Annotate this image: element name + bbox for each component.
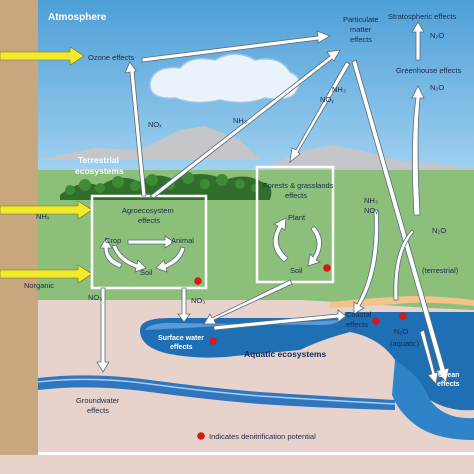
no3-left-label: NO₃ (88, 293, 102, 302)
yellow-arrow-mid (0, 200, 93, 220)
arrow-plant-to-soil (307, 225, 322, 267)
forest-plant-label: Plant (288, 213, 306, 222)
greenhouse-label: Greenhouse effects (396, 66, 462, 75)
nh3-mid-label: NH₃ (332, 85, 346, 94)
arrow-crop-to-animal (127, 235, 175, 249)
dot-surface (209, 337, 217, 345)
nh3-right-label: NH₃ (364, 196, 378, 205)
dot-agro (194, 277, 202, 285)
dot-forests (323, 264, 331, 272)
n2o-aquatic-label-1: N₂O (394, 327, 408, 336)
no3-mid-label: NO₃ (191, 296, 205, 305)
agro-crop-label: Crop (105, 236, 121, 245)
left-wall (0, 0, 38, 474)
arrow-agro-to-surface (177, 287, 191, 323)
aquatic-label: Aquatic ecosystems (244, 349, 326, 359)
groundwater-highlight (37, 378, 396, 405)
n2o-terrestrial-label-2: (terrestrial) (422, 266, 459, 275)
n2o-mid-label: N₂O (430, 83, 444, 92)
particulate-label-2: matter (350, 25, 372, 34)
coastal-label-1: Coastal (346, 310, 372, 319)
nh3-left-label: NH₃ (233, 116, 247, 125)
ocean-deep (392, 360, 474, 440)
n2o-aquatic-label-2: (aquatic) (390, 339, 420, 348)
noy-mid-label: NOᵧ (320, 95, 334, 104)
beach-strip (330, 296, 474, 308)
terrestrial-label-line2: ecosystems (75, 166, 124, 176)
arrow-animal-to-soil (155, 246, 186, 273)
arrow-greenhouse-to-stratospheric (411, 21, 425, 61)
n2o-top-label: N₂O (430, 31, 444, 40)
arrow-coastal-to-n2o (393, 229, 415, 301)
surface-water-label-1: Surface water (158, 335, 204, 342)
arrow-surface-to-coastal (213, 309, 347, 331)
ozone-effects-label: Ozone effects (88, 53, 134, 62)
forests-box (255, 165, 335, 284)
agro-title-2: effects (138, 216, 160, 225)
arrow-agro-to-ozone (124, 61, 147, 197)
arrow-soil-to-plant (272, 217, 289, 263)
n2o-terrestrial-label-1: N₂O (432, 226, 446, 235)
nhx-left-label: NHₓ (36, 212, 50, 221)
yellow-arrow-low (0, 264, 93, 284)
arrow-particulate-to-ocean (351, 59, 450, 383)
bottom-strip (0, 455, 474, 474)
particulate-label-3: effects (350, 35, 372, 44)
mountain-left (38, 126, 260, 160)
noy-right-label: NOᵧ (364, 206, 378, 215)
atmosphere-label: Atmosphere (48, 12, 107, 23)
arrow-forests-to-surface (203, 279, 293, 325)
groundwater-label-2: effects (87, 406, 109, 415)
forest-soil-label: Soil (290, 266, 303, 275)
stratospheric-label: Stratospheric effects (388, 12, 456, 21)
arrow-agro-to-particulate (149, 49, 341, 199)
arrow-agro-to-groundwater (96, 287, 110, 373)
arrow-deposition-to-coastal (353, 209, 379, 315)
norganic-label: Norganic (24, 281, 54, 290)
flow-arrows (96, 21, 450, 385)
denitrification-dots (194, 264, 407, 440)
terrestrial-label-line1: Terrestrial (78, 155, 119, 165)
arrow-n2o-to-greenhouse (411, 85, 425, 216)
forest-trees (65, 172, 259, 195)
legend-dot (197, 432, 205, 440)
dot-ocean (399, 312, 407, 320)
forest-title-1: Forests & grasslands (263, 181, 334, 190)
yellow-arrow-top (0, 46, 85, 66)
forest-title-2: effects (285, 191, 307, 200)
arrow-ozone-to-particulate (141, 30, 331, 63)
agro-title-1: Agroecosystem (122, 206, 174, 215)
surface-water-label-2: effects (170, 344, 193, 351)
agroecosystem-box (90, 194, 208, 290)
nox-left-label: NOₓ (148, 120, 162, 129)
agro-animal-label: Animal (171, 236, 194, 245)
arrow-crop-to-soil (111, 244, 147, 273)
arrow-coastal-to-ocean (419, 329, 439, 385)
surface-water (140, 312, 474, 411)
arrow-soil-to-crop (99, 237, 123, 269)
arrow-particulate-to-forests (289, 61, 351, 163)
input-arrows (0, 46, 93, 284)
groundwater-label-1: Groundwater (76, 396, 120, 405)
agro-soil-label: Soil (140, 268, 153, 277)
particulate-label-1: Particulate (343, 15, 378, 24)
ocean-label-2: effects (437, 381, 460, 388)
ocean-label-1: Ocean (438, 372, 459, 379)
legend-text: Indicates denitrification potential (209, 432, 316, 441)
coastal-label-2: effects (346, 320, 368, 329)
dot-coastal (372, 317, 380, 325)
